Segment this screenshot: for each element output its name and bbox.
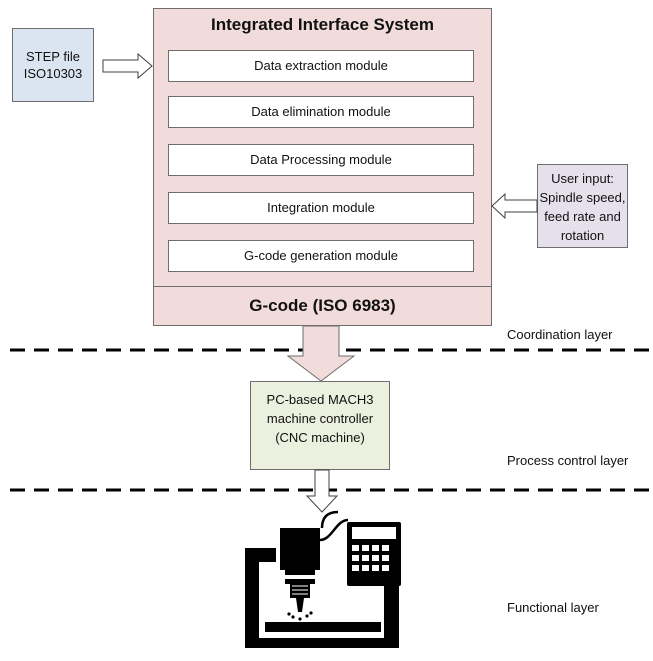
module-data-elimination: Data elimination module	[168, 96, 474, 128]
step-file-line1: STEP file	[26, 49, 80, 64]
functional-layer-label: Functional layer	[507, 600, 599, 615]
controller-line3: (CNC machine)	[275, 430, 365, 445]
coordination-layer-label: Coordination layer	[507, 327, 613, 342]
user-input-line1: User input:	[551, 171, 614, 186]
user-input-line2: Spindle speed,	[539, 190, 626, 205]
user-input-arrow	[491, 192, 538, 220]
machine-controller-box: PC-based MACH3 machine controller (CNC m…	[250, 381, 390, 470]
process-control-layer-label: Process control layer	[507, 453, 629, 468]
module-gcode-generation: G-code generation module	[168, 240, 474, 272]
controller-line2: machine controller	[266, 411, 374, 426]
step-file-box: STEP file ISO10303	[12, 28, 94, 102]
user-input-line3: feed rate and	[544, 209, 621, 224]
module-integration: Integration module	[168, 192, 474, 224]
controller-line1: PC-based MACH3	[266, 392, 374, 407]
cnc-machine-icon	[245, 510, 401, 648]
user-input-box: User input: Spindle speed, feed rate and…	[537, 164, 628, 248]
user-input-line4: rotation	[560, 228, 605, 243]
module-data-processing: Data Processing module	[168, 144, 474, 176]
gcode-output-bar: G-code (ISO 6983)	[153, 286, 492, 326]
controller-down-arrow	[305, 469, 339, 513]
module-data-extraction: Data extraction module	[168, 50, 474, 82]
step-arrow	[102, 52, 153, 80]
step-file-line2: ISO10303	[23, 66, 83, 81]
gcode-down-arrow	[286, 325, 356, 382]
system-title: Integrated Interface System	[211, 15, 434, 34]
